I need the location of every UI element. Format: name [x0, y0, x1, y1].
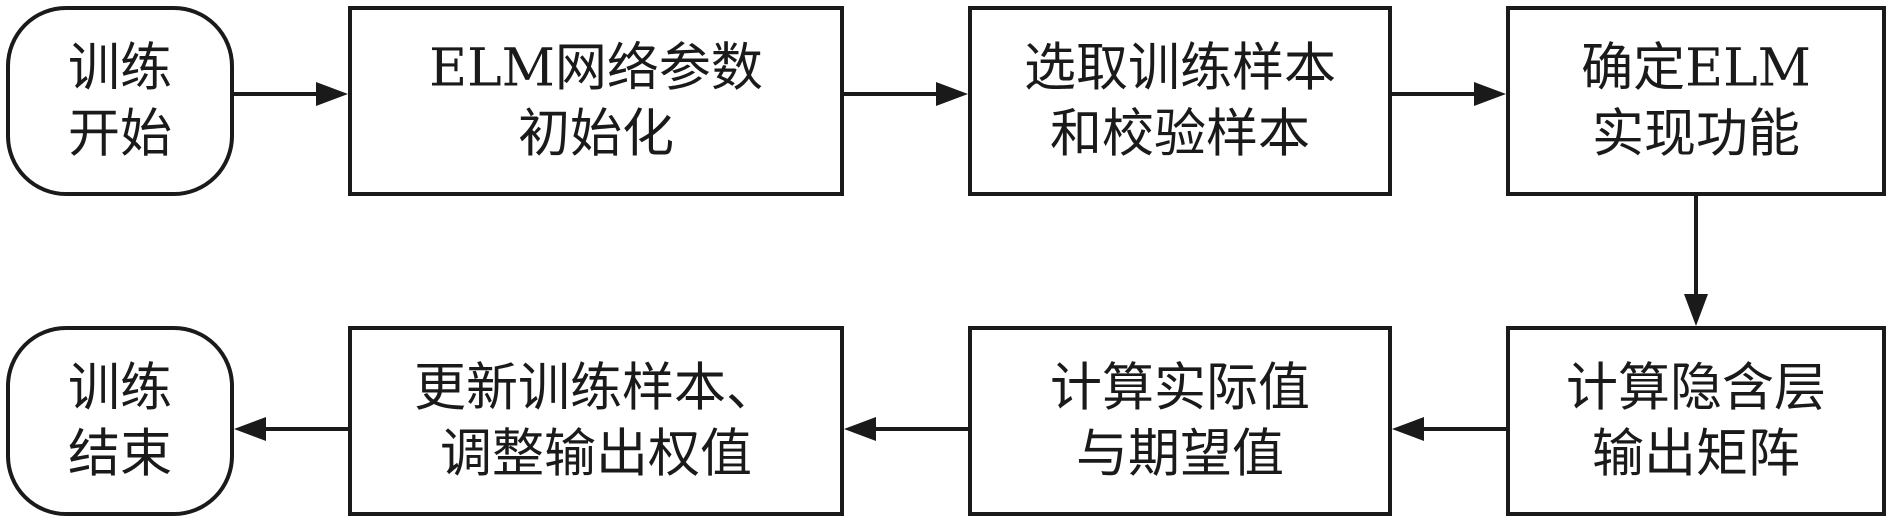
- node-select-samples-line2: 和校验样本: [1050, 105, 1310, 165]
- node-update-weights-line1: 更新训练样本、: [414, 359, 778, 419]
- node-actual-expected: 计算实际值 与期望值: [968, 326, 1392, 516]
- arrow-define-to-hidden: [1684, 194, 1708, 326]
- node-train-start-line2: 开始: [68, 105, 172, 165]
- node-elm-init-line2: 初始化: [518, 105, 674, 165]
- node-elm-init: ELM网络参数 初始化: [348, 6, 844, 196]
- node-update-weights: 更新训练样本、 调整输出权值: [348, 326, 844, 516]
- node-train-start: 训练 开始: [6, 6, 234, 196]
- node-define-elm-line2: 实现功能: [1592, 105, 1800, 165]
- node-hidden-output-line1: 计算隐含层: [1566, 359, 1826, 419]
- node-train-end-line2: 结束: [68, 425, 172, 485]
- node-hidden-output: 计算隐含层 输出矩阵: [1506, 326, 1886, 516]
- node-hidden-output-line2: 输出矩阵: [1592, 425, 1800, 485]
- node-define-elm-line1: 确定ELM: [1581, 39, 1811, 99]
- arrow-hidden-to-actual: [1392, 417, 1508, 441]
- arrow-actual-to-update: [844, 417, 970, 441]
- node-train-end-line1: 训练: [68, 359, 172, 419]
- node-train-end: 训练 结束: [6, 326, 234, 516]
- arrow-select-to-define: [1390, 82, 1506, 106]
- node-define-elm: 确定ELM 实现功能: [1506, 6, 1886, 196]
- node-select-samples-line1: 选取训练样本: [1024, 39, 1336, 99]
- node-select-samples: 选取训练样本 和校验样本: [968, 6, 1392, 196]
- arrow-init-to-select: [842, 82, 968, 106]
- node-actual-expected-line2: 与期望值: [1076, 425, 1284, 485]
- node-train-start-line1: 训练: [68, 39, 172, 99]
- node-update-weights-line2: 调整输出权值: [440, 425, 752, 485]
- node-elm-init-line1: ELM网络参数: [429, 39, 763, 99]
- node-actual-expected-line1: 计算实际值: [1050, 359, 1310, 419]
- arrow-start-to-init: [232, 82, 348, 106]
- arrow-update-to-end: [234, 417, 350, 441]
